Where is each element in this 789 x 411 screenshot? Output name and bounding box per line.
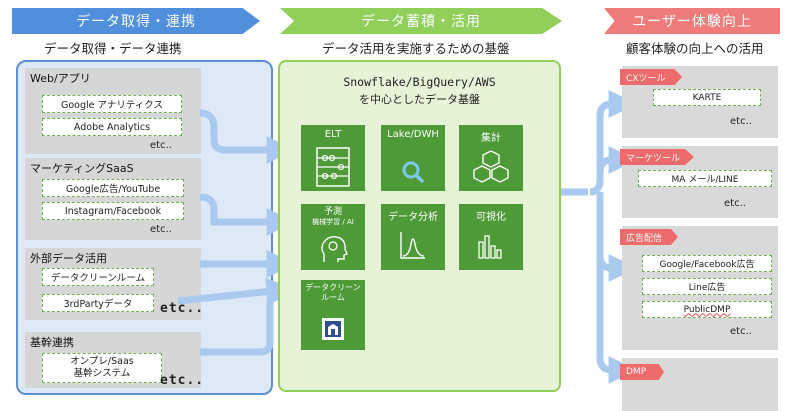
bell-curve-icon — [400, 232, 425, 259]
source-clean-room: データクリーンルーム — [42, 268, 154, 286]
tile-aggregate: 集計 — [459, 125, 523, 191]
header-data-storage: データ蓄積・活用 — [280, 8, 562, 34]
etc-external: etc.. — [160, 301, 205, 316]
header-user-experience: ユーザー体験向上 — [604, 8, 780, 34]
etc-web: etc.. — [150, 140, 172, 151]
tag-marketing-tools: マーケツール — [620, 149, 694, 165]
tile-lake-dwh: Lake/DWH — [381, 125, 445, 191]
source-adobe-analytics: Adobe Analytics — [42, 118, 182, 136]
arrow-to-cx — [589, 90, 637, 196]
tile-predict-label: 予測 機械学習 / AI — [301, 207, 365, 227]
source-instagram-facebook: Instagram/Facebook — [42, 202, 184, 220]
source-google-analytics: Google アナリティクス — [42, 95, 182, 113]
bar-chart-icon — [478, 235, 502, 259]
tile-elt-label: ELT — [324, 129, 342, 140]
header-data-acquisition: データ取得・連携 — [12, 8, 260, 34]
tile-viz-label: 可視化 — [476, 212, 506, 223]
group-title-external: 外部データ活用 — [30, 252, 107, 265]
tile-cleanroom-label-2: ルーム — [321, 293, 345, 302]
platform-title-line1: Snowflake/BigQuery/AWS — [343, 75, 496, 89]
group-title-marketing: マーケティングSaaS — [30, 162, 134, 175]
etc-ads: etc.. — [730, 326, 752, 337]
platform-panel: Snowflake/BigQuery/AWS を中心としたデータ基盤 ELT L… — [278, 60, 561, 392]
tile-cleanroom-label-1: データクリーン — [305, 283, 361, 292]
abacus-icon — [316, 147, 350, 187]
dest-line-ads: Line広告 — [642, 278, 772, 295]
dest-karte: KARTE — [653, 89, 761, 106]
group-title-web: Web/アプリ — [30, 72, 91, 85]
dest-dmp: DMP — [620, 358, 778, 411]
dest-google-facebook-ads: Google/Facebook広告 — [642, 255, 772, 272]
source-onprem-line1: オンプレ/Saas — [70, 356, 134, 367]
arrow-external-to-platform-2 — [177, 277, 295, 306]
source-google-ads: Google広告/YouTube — [42, 179, 184, 197]
arrow-web-to-platform — [199, 109, 295, 164]
brain-head-icon — [321, 235, 348, 262]
tile-predict: 予測 機械学習 / AI — [301, 204, 365, 270]
etc-marketing: etc.. — [150, 224, 172, 235]
header-store-label: データ蓄積・活用 — [361, 14, 481, 30]
group-marketing-saas: マーケティングSaaS Google広告/YouTube Instagram/F… — [25, 158, 201, 240]
header-ux-label: ユーザー体験向上 — [632, 14, 752, 30]
magnifier-icon — [402, 161, 425, 184]
source-onprem: オンプレ/Saas 基幹システム — [42, 353, 162, 383]
subhead-acquire: データ取得・データ連携 — [44, 41, 182, 56]
tile-lake-label: Lake/DWH — [387, 129, 439, 140]
tile-cleanroom-label: データクリーン ルーム — [301, 283, 365, 303]
tag-ad-delivery: 広告配信 — [620, 229, 678, 245]
arrow-core-to-platform — [200, 291, 284, 356]
etc-cx: etc.. — [730, 116, 752, 127]
subhead-store: データ活用を実施するための基盤 — [322, 41, 510, 56]
tag-dmp: DMP — [620, 364, 664, 380]
etc-mktool: etc.. — [724, 198, 746, 209]
dest-cx-tools: CXツール KARTE etc.. — [620, 66, 778, 138]
tile-aggregate-label: 集計 — [481, 133, 501, 144]
tag-cx-tools: CXツール — [620, 69, 682, 85]
cubes-icon — [473, 150, 509, 183]
dest-ad-delivery: 広告配信 Google/Facebook広告 Line広告 PublicDMP … — [620, 226, 778, 350]
tile-elt: ELT — [301, 125, 365, 191]
dest-public-dmp: PublicDMP — [642, 301, 772, 318]
tile-predict-label-1: 予測 — [323, 207, 342, 217]
source-panel: Web/アプリ Google アナリティクス Adobe Analytics e… — [16, 60, 273, 395]
source-onprem-line2: 基幹システム — [73, 368, 131, 379]
clean-room-icon — [322, 318, 344, 340]
header-acquire-label: データ取得・連携 — [76, 14, 196, 30]
arrow-marketing-to-platform — [199, 193, 295, 236]
group-web-app: Web/アプリ Google アナリティクス Adobe Analytics e… — [25, 68, 201, 154]
group-core-systems: 基幹連携 オンプレ/Saas 基幹システム — [25, 332, 201, 388]
tile-clean-room: データクリーン ルーム — [301, 280, 365, 350]
etc-core: etc.. — [160, 373, 205, 388]
tile-predict-label-2: 機械学習 / AI — [312, 218, 354, 226]
tile-visualization: 可視化 — [459, 204, 523, 270]
subhead-ux: 顧客体験の向上への活用 — [626, 41, 764, 56]
group-title-core: 基幹連携 — [30, 336, 74, 349]
source-3rdparty: 3rdPartyデータ — [42, 294, 154, 312]
group-external-data: 外部データ活用 データクリーンルーム 3rdPartyデータ — [25, 248, 201, 320]
platform-title-line2: を中心としたデータ基盤 — [359, 93, 480, 106]
tile-analysis-label: データ分析 — [388, 212, 438, 223]
dest-marketing-tools: マーケツール MA メール/LINE etc.. — [620, 146, 778, 218]
arrow-to-dmp — [596, 256, 637, 384]
dest-ma-mail-line: MA メール/LINE — [638, 170, 772, 187]
tile-analysis: データ分析 — [381, 204, 445, 270]
arrow-to-mktool — [596, 146, 637, 180]
